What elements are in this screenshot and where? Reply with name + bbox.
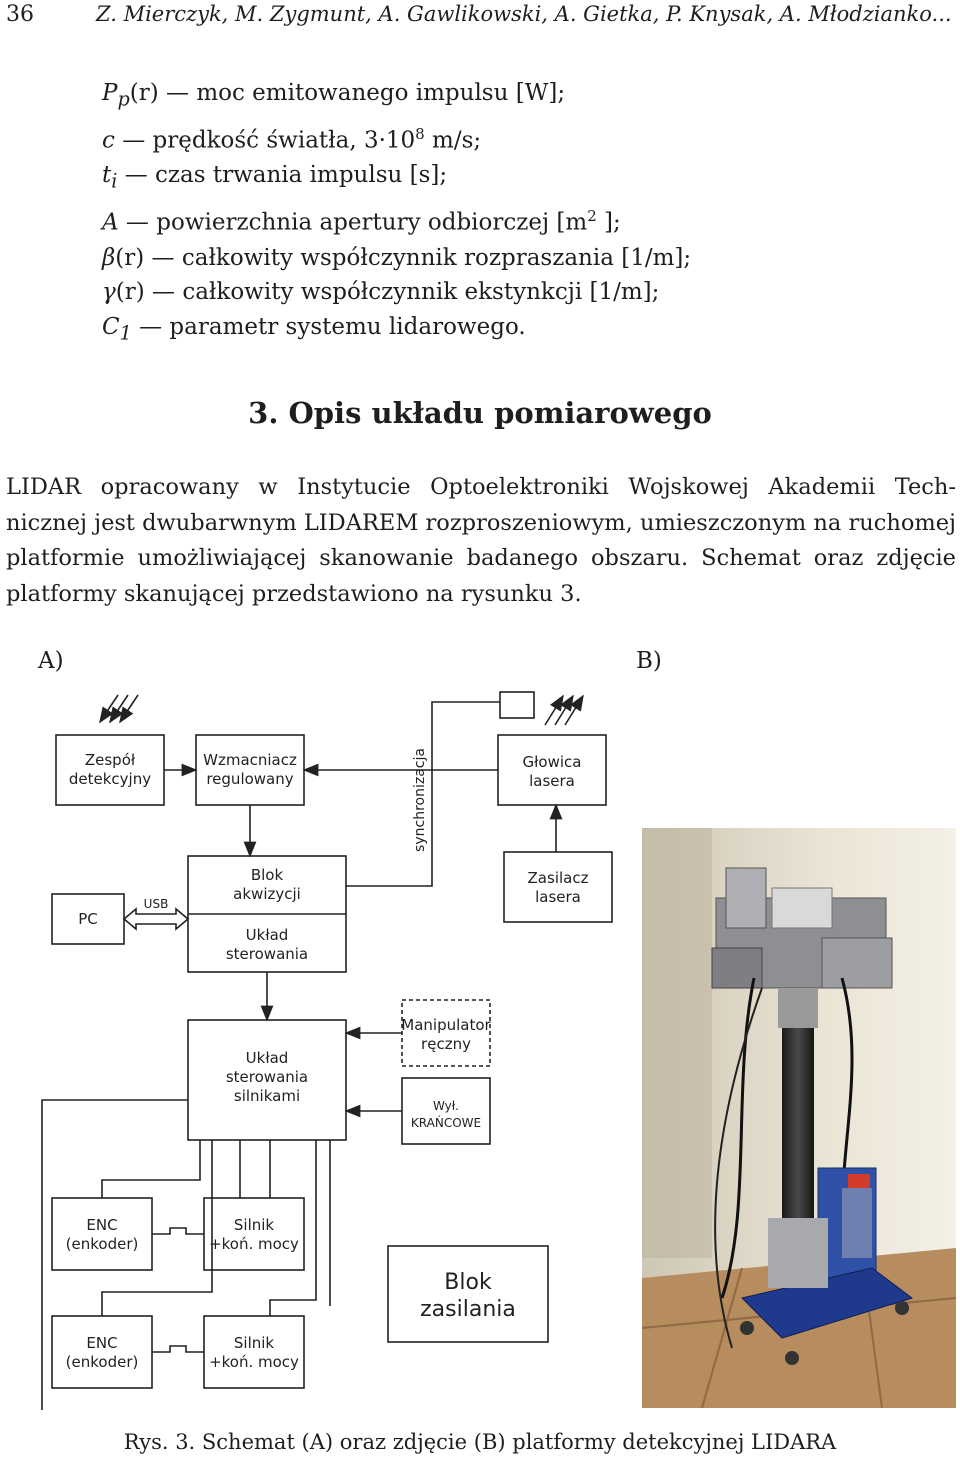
label-zasilacz-1: Zasilacz [528, 869, 589, 887]
paragraph-line: platformie umożliwiającej skanowanie bad… [6, 545, 956, 571]
panel-label-b: B) [636, 648, 662, 674]
small-square [499, 691, 535, 719]
definition-superscript: 8 [415, 125, 425, 144]
definition-row: ti — czas trwania impulsu [s]; [102, 158, 691, 199]
label-wyl-1: Wył. [433, 1099, 459, 1113]
label-manipulator-1: Manipulator [401, 1016, 491, 1034]
label-enc-2b: (enkoder) [66, 1353, 139, 1371]
running-header-authors: Z. Mierczyk, M. Zygmunt, A. Gawlikowski,… [96, 2, 952, 26]
definition-symbol: C [102, 313, 120, 340]
label-blok-zasilania-1: Blok [444, 1270, 492, 1295]
label-blok-akwizycji-1: Blok [251, 866, 284, 884]
label-blok-zasilania-2: zasilania [420, 1297, 516, 1322]
paragraph-line: platformy skanującej przedstawiono na ry… [6, 580, 582, 607]
incoming-light-arrows [99, 694, 139, 724]
definition-argument: (r) [115, 279, 145, 305]
definition-text: — czas trwania impulsu [s]; [117, 162, 448, 189]
label-enc-2a: ENC [86, 1334, 117, 1352]
paragraph-line: nicznej jest dwubarwnym LIDAREM rozprosz… [6, 509, 956, 536]
label-usb: USB [144, 897, 169, 911]
definition-argument: (r) [129, 80, 159, 106]
definition-text: — parametr systemu lidarowego. [131, 313, 526, 340]
label-uklad-silnikami-3: silnikami [234, 1087, 300, 1105]
label-zespol-1: Zespół [85, 751, 136, 769]
definition-argument: (r) [115, 244, 145, 271]
figure-caption: Rys. 3. Schemat (A) oraz zdjęcie (B) pla… [123, 1430, 837, 1454]
definition-tail: ]; [596, 210, 621, 236]
definition-text: — całkowity współczynnik rozpraszania [1… [144, 244, 692, 271]
box-silnik-1 [203, 1197, 305, 1271]
label-uklad-silnikami-2: sterowania [226, 1068, 308, 1086]
label-blok-akwizycji-2: akwizycji [233, 885, 301, 903]
label-manipulator-2: ręczny [421, 1035, 471, 1053]
definition-symbol: t [102, 162, 112, 189]
definition-row: c — prędkość światła, 3·108 m/s; [102, 117, 691, 158]
definition-tail: m/s; [424, 127, 482, 154]
definition-text: — powierzchnia apertury odbiorczej [m [118, 210, 588, 236]
definition-text: — całkowity współczynnik ekstynkcji [1/m… [144, 279, 660, 305]
label-synchronizacja: synchronizacja [412, 748, 428, 852]
definition-row: γ(r) — całkowity współczynnik ekstynkcji… [102, 275, 691, 310]
panel-label-a: A) [38, 648, 64, 674]
box-silnik-2 [203, 1315, 305, 1389]
definition-subscript: p [117, 87, 130, 111]
definition-symbol: P [102, 80, 118, 106]
paragraph-line: LIDAR opracowany w Instytucie Optoelektr… [6, 474, 956, 500]
label-uklad-sterowania-1: Układ [246, 926, 289, 944]
definition-text: — prędkość światła, 3·10 [114, 127, 416, 154]
body-paragraph: LIDAR opracowany w Instytucie Optoelektr… [6, 470, 956, 612]
label-enc-1a: ENC [86, 1216, 117, 1234]
label-zespol-2: detekcyjny [69, 770, 151, 788]
label-silnik-1b: +koń. mocy [209, 1235, 299, 1253]
block-diagram: Zespół detekcyjny Wzmacniacz regulowany … [41, 691, 613, 1410]
label-wyl-2: KRAŃCOWE [411, 1115, 481, 1130]
definition-subscript: i [111, 169, 118, 193]
box-enc-2 [51, 1315, 153, 1389]
label-silnik-1a: Silnik [234, 1216, 275, 1234]
definition-superscript: 2 [587, 207, 597, 226]
label-silnik-2a: Silnik [234, 1334, 275, 1352]
definition-symbol: A [102, 210, 119, 236]
definition-text: — moc emitowanego impulsu [W]; [158, 80, 566, 106]
section-heading: 3. Opis układu pomiarowego [248, 396, 712, 430]
definition-row: C1 — parametr systemu lidarowego. [102, 310, 691, 351]
label-silnik-2b: +koń. mocy [209, 1353, 299, 1371]
label-glowica-1: Głowica [523, 753, 582, 771]
label-zasilacz-2: lasera [535, 888, 581, 906]
page-number: 36 [6, 2, 34, 27]
symbol-definitions: Pp(r) — moc emitowanego impulsu [W];c — … [102, 76, 691, 351]
label-enc-1b: (enkoder) [66, 1235, 139, 1253]
definition-row: Pp(r) — moc emitowanego impulsu [W]; [102, 76, 691, 117]
box-blok-zasilania [387, 1245, 549, 1343]
label-pc: PC [78, 910, 98, 928]
definition-symbol: c [102, 127, 115, 154]
label-uklad-silnikami-1: Układ [246, 1049, 289, 1067]
definition-row: β(r) — całkowity współczynnik rozpraszan… [102, 241, 691, 276]
definition-symbol: γ [102, 279, 116, 305]
box-zasilacz [503, 851, 613, 923]
box-enc-1 [51, 1197, 153, 1271]
definition-subscript: 1 [119, 321, 132, 345]
label-uklad-sterowania-2: sterowania [226, 945, 308, 963]
outgoing-laser-arrows [544, 694, 584, 726]
usb-link [122, 907, 190, 931]
definition-symbol: β [102, 244, 116, 271]
label-wzmacniacz-2: regulowany [206, 770, 293, 788]
label-wzmacniacz-1: Wzmacniacz [203, 751, 297, 769]
definition-row: A — powierzchnia apertury odbiorczej [m2… [102, 199, 691, 240]
platform-photo [642, 828, 956, 1408]
label-glowica-2: lasera [529, 772, 575, 790]
